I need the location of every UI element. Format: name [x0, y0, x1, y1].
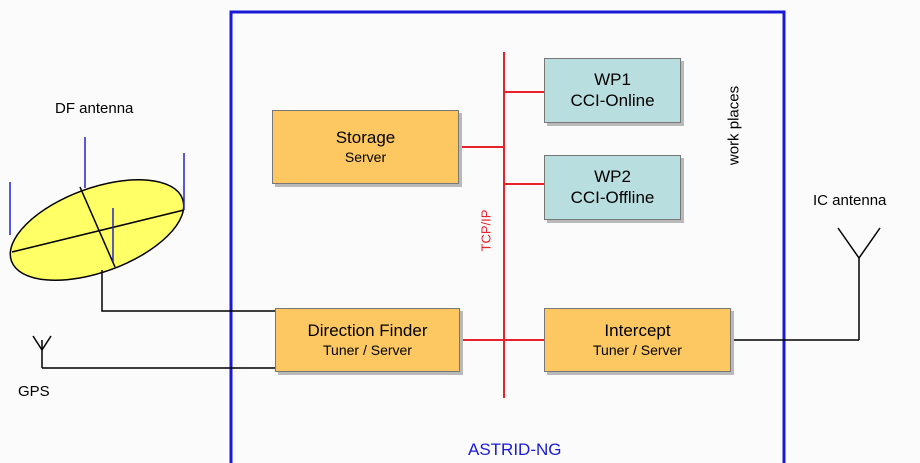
intercept-box: Intercept Tuner / Server — [544, 308, 731, 372]
df-antenna-icon — [9, 137, 185, 282]
tcpip-label: TCP/IP — [478, 209, 494, 252]
gps-label: GPS — [18, 383, 50, 400]
work-places-label: work places — [725, 85, 743, 166]
direction-finder-box: Direction Finder Tuner / Server — [275, 308, 460, 372]
intercept-subtitle: Tuner / Server — [593, 341, 682, 358]
gps-antenna-icon — [32, 335, 52, 368]
wp2-title: WP2 — [594, 167, 631, 187]
system-boundary — [229, 10, 786, 463]
storage-title: Storage — [335, 128, 396, 148]
system-name-label: ASTRID-NG — [468, 440, 562, 459]
storage-server-box: Storage Server — [272, 110, 459, 184]
wp1-box: WP1 CCI-Online — [544, 58, 681, 123]
ic-antenna-label: IC antenna — [813, 192, 887, 209]
direction-finder-title: Direction Finder — [307, 321, 428, 341]
direction-finder-subtitle: Tuner / Server — [323, 341, 412, 358]
ic-antenna-icon — [837, 227, 881, 340]
wp2-subtitle: CCI-Offline — [570, 187, 655, 207]
wp2-box: WP2 CCI-Offline — [544, 155, 681, 220]
df-antenna-cable — [101, 270, 275, 312]
df-antenna-label: DF antenna — [55, 100, 134, 117]
intercept-title: Intercept — [604, 321, 671, 341]
wp1-title: WP1 — [594, 70, 631, 90]
wp1-subtitle: CCI-Online — [570, 90, 655, 110]
storage-subtitle: Server — [344, 148, 387, 165]
